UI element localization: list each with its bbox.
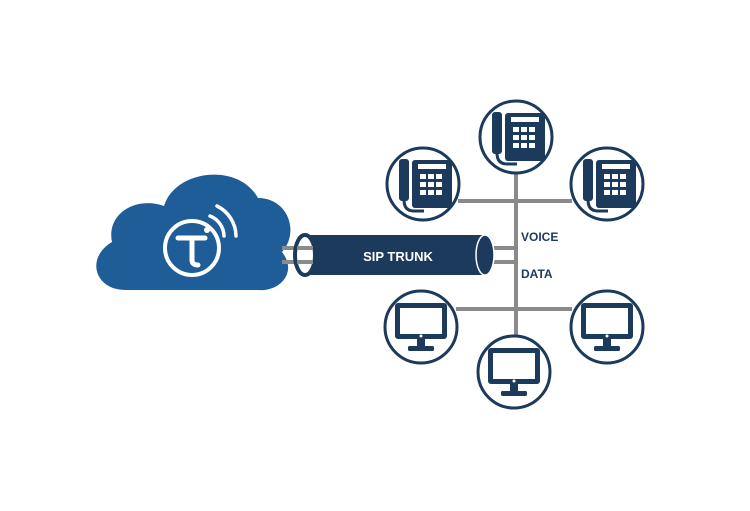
monitor-node-left xyxy=(383,289,459,365)
cloud xyxy=(96,174,291,291)
voice-label: VOICE xyxy=(521,230,558,244)
sip-trunk-pipe: SIP TRUNK xyxy=(293,233,495,277)
monitor-node-bottom xyxy=(476,334,552,410)
monitor-node-right xyxy=(569,289,645,365)
sip-trunk-label: SIP TRUNK xyxy=(363,249,433,264)
telephone-t-wireless-logo xyxy=(163,204,238,277)
phone-node-top xyxy=(478,99,554,175)
data-label: DATA xyxy=(521,267,553,281)
phone-node-right xyxy=(569,146,645,222)
phone-node-left xyxy=(385,146,461,222)
